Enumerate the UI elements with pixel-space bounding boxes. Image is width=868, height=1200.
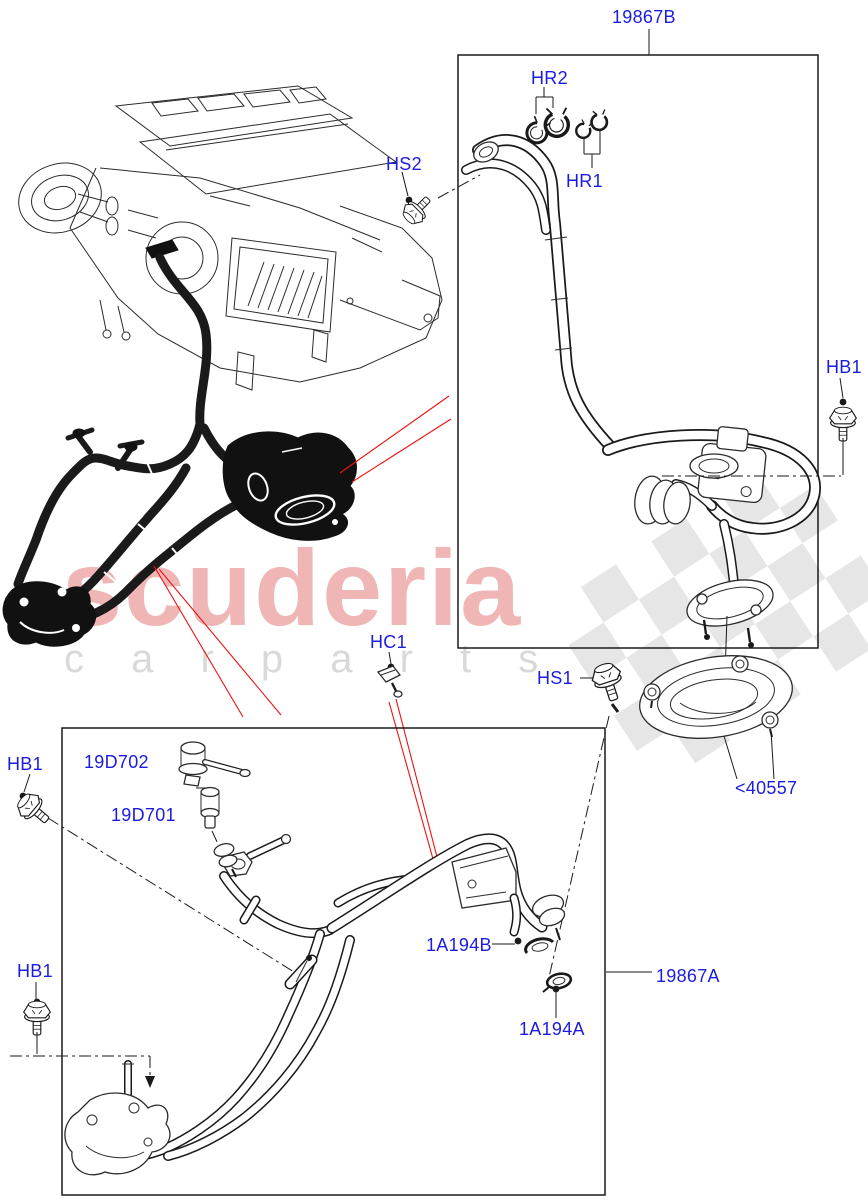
part-label-hb1-top[interactable]: HB1: [826, 357, 862, 377]
part-label-hs1[interactable]: HS1: [537, 668, 573, 688]
hose-assembly-19867B-drawing: [461, 134, 822, 648]
watermark-brand: scuderia: [62, 527, 522, 648]
part-label-hr1[interactable]: HR1: [566, 171, 603, 191]
part-label-hs2[interactable]: HS2: [386, 154, 422, 174]
part-label-1a194b[interactable]: 1A194B: [426, 935, 492, 955]
assembly-box-19867A: [61, 727, 606, 1196]
bolt-hb1-middle-icon: [12, 773, 295, 973]
assembly-box-19867B: [457, 54, 819, 649]
part-label-hc1[interactable]: HC1: [370, 632, 407, 652]
clip-hr1-icons: [573, 107, 611, 168]
hose-assembly-19867A-drawing: [64, 741, 566, 1176]
clamp-hr2-icons: [523, 87, 574, 147]
bolt-hb1-top-icon: [662, 377, 857, 477]
part-label-40557[interactable]: <40557: [735, 778, 797, 798]
oring-1a194a-icon: [542, 972, 573, 1018]
hvac-unit-drawing: [18, 85, 443, 429]
clip-hc1-icon: [376, 651, 403, 698]
part-label-19867b[interactable]: 19867B: [612, 7, 676, 27]
part-label-19d702[interactable]: 19D702: [84, 752, 149, 772]
watermark-subtext: c a r p a r t s: [64, 637, 556, 681]
oring-1a194b-icon: [492, 937, 555, 955]
part-label-hr2[interactable]: HR2: [531, 68, 568, 88]
part-label-hb1-middle[interactable]: HB1: [7, 754, 43, 774]
seal-40557-drawing: [639, 615, 793, 780]
heater-hose-silhouette: [2, 419, 357, 647]
bolt-hb1-bottom-icon: [10, 982, 155, 1088]
part-label-hb1-bottom[interactable]: HB1: [17, 961, 53, 981]
part-label-1a194a[interactable]: 1A194A: [519, 1019, 585, 1039]
part-label-19867a[interactable]: 19867A: [656, 966, 720, 986]
part-label-19d701[interactable]: 19D701: [111, 805, 176, 825]
bolt-hs1-icon: [546, 659, 629, 987]
bolt-hs2-icon: [397, 171, 481, 230]
